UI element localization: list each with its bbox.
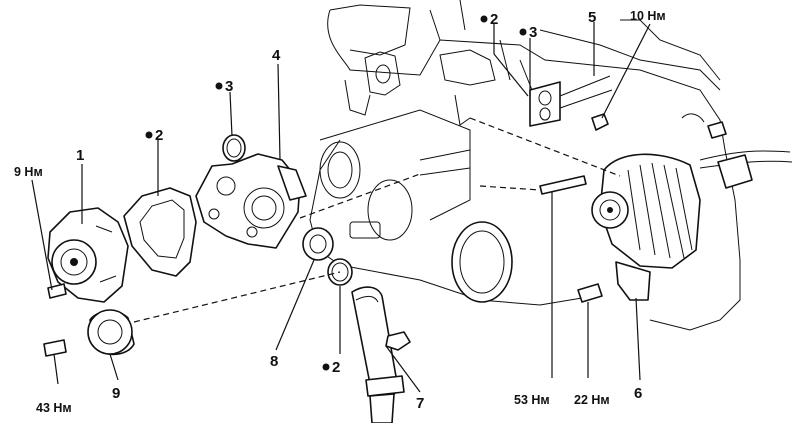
- torque-label-10nm: 10 Нм: [630, 9, 666, 23]
- engine-block: [309, 0, 741, 331]
- hose-7: [351, 286, 411, 424]
- torque-labels: 9 Нм 10 Нм 43 Нм 53 Нм 22 Нм: [14, 9, 666, 415]
- label-part-8: 8: [270, 353, 278, 370]
- label-part-1: 1: [76, 147, 84, 164]
- torque-label-53nm: 53 Нм: [514, 393, 550, 407]
- label-part-3: 3: [529, 24, 537, 41]
- alternator: [529, 75, 793, 303]
- new-part-marker: [215, 82, 223, 90]
- label-part-5: 5: [588, 9, 596, 26]
- label-part-6: 6: [634, 385, 642, 402]
- label-part-7: 7: [416, 395, 424, 412]
- part-labels: 1 2 3 4 2 3 5 6 7 8 9 2: [76, 9, 642, 412]
- torque-label-9nm: 9 Нм: [14, 165, 43, 179]
- new-part-marker: [480, 15, 488, 23]
- torque-label-22nm: 22 Нм: [574, 393, 610, 407]
- gasket-2: [123, 187, 197, 277]
- new-part-marker: [519, 28, 527, 36]
- assembly-lines: [133, 117, 621, 323]
- label-part-2: 2: [332, 359, 340, 376]
- new-part-marker: [322, 363, 330, 371]
- idler-pulley-9: [43, 309, 135, 357]
- water-pump-1: [47, 207, 129, 303]
- label-part-2: 2: [490, 11, 498, 28]
- thermostat-8: [302, 227, 353, 286]
- water-inlet-housing-4: [195, 134, 307, 249]
- leader-lines: [31, 22, 651, 393]
- torque-label-43nm: 43 Нм: [36, 401, 72, 415]
- label-part-9: 9: [112, 385, 120, 402]
- label-part-2: 2: [155, 127, 163, 144]
- new-part-marker: [145, 131, 153, 139]
- label-part-3: 3: [225, 78, 233, 95]
- label-part-4: 4: [272, 47, 281, 64]
